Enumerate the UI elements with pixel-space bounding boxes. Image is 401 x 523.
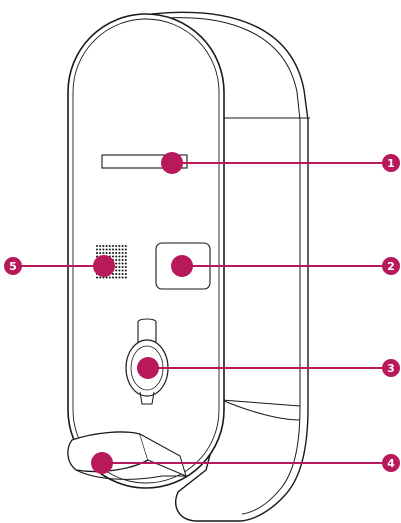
speaker-grille-dot bbox=[108, 248, 111, 251]
speaker-grille-dot bbox=[124, 255, 127, 258]
speaker-grille-dot bbox=[99, 248, 102, 251]
speaker-grille-dot bbox=[121, 251, 124, 255]
callout-5-badge bbox=[4, 257, 22, 275]
speaker-grille-dot bbox=[121, 262, 124, 265]
speaker-grille-dot bbox=[102, 244, 105, 248]
callout-5-anchor bbox=[93, 255, 115, 277]
callout-5-number: 5 bbox=[9, 260, 17, 273]
speaker-grille-dot bbox=[95, 251, 99, 255]
speaker-grille-dot bbox=[111, 276, 115, 279]
device-front-body bbox=[67, 13, 225, 489]
speaker-grille-dot bbox=[121, 258, 124, 262]
callout-3-number: 3 bbox=[387, 362, 395, 375]
speaker-grille-dot bbox=[124, 269, 127, 272]
callout-4-anchor bbox=[91, 452, 113, 474]
speaker-grille-dot bbox=[124, 276, 127, 279]
bottom-hook-edge bbox=[139, 433, 187, 477]
speaker-grille-dot bbox=[121, 272, 124, 276]
speaker-grille-dot bbox=[108, 244, 111, 248]
callout-1-number: 1 bbox=[387, 157, 395, 170]
speaker-grille-dot bbox=[105, 244, 108, 248]
button-clip-tail bbox=[139, 391, 155, 405]
speaker-grille-dot bbox=[121, 248, 124, 251]
speaker-grille-dot bbox=[124, 265, 127, 269]
speaker-grille-dot bbox=[121, 244, 124, 248]
speaker-grille-dot bbox=[118, 255, 121, 258]
speaker-grille-dot bbox=[124, 258, 127, 262]
speaker-grille-dot bbox=[115, 269, 118, 272]
speaker-grille-dot bbox=[95, 276, 99, 279]
speaker-grille-dot bbox=[121, 255, 124, 258]
callout-4-badge bbox=[382, 454, 400, 472]
speaker-grille-dot bbox=[124, 251, 127, 255]
speaker-grille-dot bbox=[115, 276, 118, 279]
callout-2-anchor bbox=[171, 255, 193, 277]
bottom-hook-underside bbox=[75, 469, 186, 480]
speaker-grille-dot bbox=[102, 248, 105, 251]
speaker-grille-dot bbox=[95, 248, 99, 251]
speaker-grille-dot bbox=[115, 262, 118, 265]
speaker-grille-dot bbox=[115, 265, 118, 269]
callout-layer: 1 2 3 4 5 bbox=[4, 152, 400, 474]
speaker-grille-dot bbox=[99, 251, 102, 255]
device-front-inner-rim bbox=[72, 18, 220, 484]
callout-3-badge bbox=[382, 359, 400, 377]
speaker-grille-dot bbox=[118, 258, 121, 262]
speaker-grille-dot bbox=[118, 269, 121, 272]
speaker-grille-dot bbox=[124, 262, 127, 265]
speaker-grille-dot bbox=[111, 272, 115, 276]
speaker-grille-dot bbox=[108, 276, 111, 279]
speaker-grille-dot bbox=[121, 265, 124, 269]
callout-3-anchor bbox=[137, 357, 159, 379]
speaker-grille-dot bbox=[99, 244, 102, 248]
speaker-grille-dot bbox=[118, 272, 121, 276]
device-back-inner-edge bbox=[151, 17, 301, 515]
speaker-grille-dot bbox=[111, 251, 115, 255]
button-clip bbox=[137, 318, 157, 346]
speaker-grille-dot bbox=[115, 248, 118, 251]
speaker-grille-dot bbox=[105, 248, 108, 251]
bottom-hook bbox=[67, 431, 149, 473]
speaker-grille-dot bbox=[115, 258, 118, 262]
speaker-grille-dot bbox=[111, 244, 115, 248]
speaker-grille-dot bbox=[95, 255, 99, 258]
speaker-grille-dot bbox=[118, 262, 121, 265]
device-lower-side bbox=[221, 399, 301, 421]
speaker-grille-dot bbox=[124, 272, 127, 276]
speaker-grille-dot bbox=[105, 251, 108, 255]
speaker-grille-dot bbox=[115, 251, 118, 255]
speaker-grille-dot bbox=[121, 276, 124, 279]
callout-1-anchor bbox=[161, 152, 183, 174]
speaker-grille-dot bbox=[105, 276, 108, 279]
speaker-grille-dot bbox=[118, 265, 121, 269]
callout-2-badge bbox=[382, 257, 400, 275]
callout-2-number: 2 bbox=[387, 260, 395, 273]
speaker-grille-dot bbox=[95, 244, 99, 248]
speaker-grille-dot bbox=[115, 255, 118, 258]
speaker-grille-dot bbox=[118, 244, 121, 248]
speaker-grille-dot bbox=[115, 272, 118, 276]
speaker-grille-dot bbox=[124, 244, 127, 248]
speaker-grille-dot bbox=[118, 248, 121, 251]
callout-4-number: 4 bbox=[387, 457, 395, 470]
speaker-grille-dot bbox=[118, 276, 121, 279]
speaker-grille-dot bbox=[111, 255, 115, 258]
callout-1-badge bbox=[382, 154, 400, 172]
speaker-grille-dot bbox=[118, 251, 121, 255]
speaker-grille-dot bbox=[102, 251, 105, 255]
speaker-grille-dot bbox=[108, 251, 111, 255]
speaker-grille-dot bbox=[111, 248, 115, 251]
speaker-grille-dot bbox=[99, 276, 102, 279]
speaker-grille-dot bbox=[115, 244, 118, 248]
speaker-grille-dot bbox=[124, 248, 127, 251]
speaker-grille-dot bbox=[121, 269, 124, 272]
